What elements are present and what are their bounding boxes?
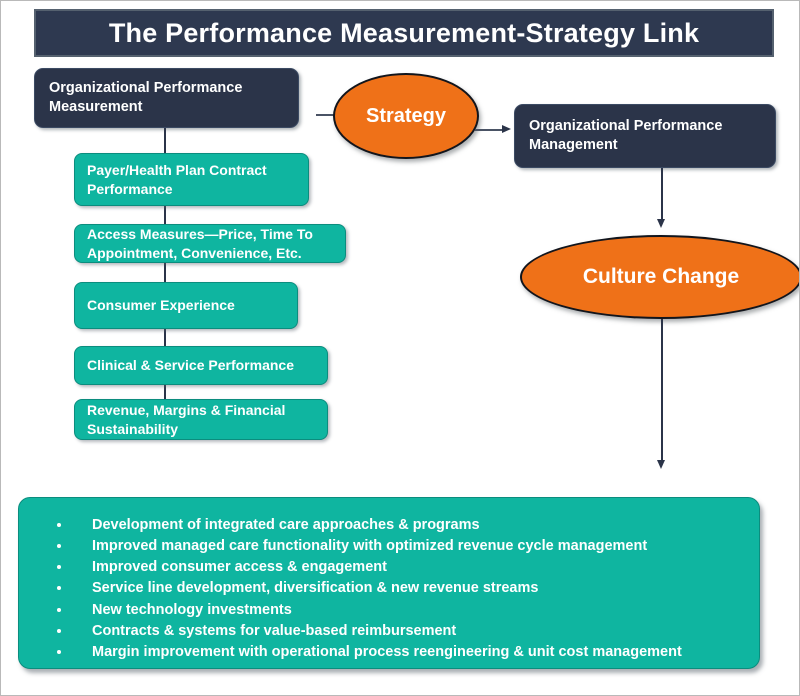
bullet-dot-icon	[57, 523, 61, 527]
bullet-dot-icon	[57, 628, 61, 633]
node-organizational-performance-measurement[interactable]: Organizational Performance Measurement	[34, 68, 299, 128]
connector-left-3	[164, 263, 166, 282]
list-item: Service line development, diversificatio…	[39, 579, 739, 598]
connector-strategy-to-management	[475, 129, 505, 131]
node-label: Organizational Performance Measurement	[49, 79, 243, 115]
list-item-label: New technology investments	[92, 601, 292, 618]
list-item-label: Margin improvement with operational proc…	[92, 643, 682, 660]
list-item-label: Contracts & systems for value-based reim…	[92, 622, 457, 639]
bullet-dot-icon	[57, 565, 61, 570]
connector-left-2	[164, 206, 166, 224]
node-label: Organizational Performance Management	[529, 117, 723, 153]
list-item: Contracts & systems for value-based reim…	[39, 622, 739, 641]
node-label: Revenue, Margins & Financial Sustainabil…	[87, 401, 286, 437]
bullet-dot-icon	[57, 544, 61, 549]
list-item: Margin improvement with operational proc…	[39, 643, 739, 662]
connector-measurement-to-strategy	[316, 114, 347, 116]
node-culture-change[interactable]: Culture Change	[520, 235, 799, 319]
node-label: Access Measures—Price, Time To Appointme…	[87, 225, 313, 261]
arrowhead-to-management-icon	[502, 124, 511, 133]
node-clinical-service-performance[interactable]: Clinical & Service Performance	[74, 346, 328, 385]
node-label: Payer/Health Plan Contract Performance	[87, 161, 267, 197]
list-item-label: Development of integrated care approache…	[92, 517, 480, 533]
connector-left-1	[164, 128, 166, 153]
node-consumer-experience[interactable]: Consumer Experience	[74, 282, 298, 329]
node-strategy[interactable]: Strategy	[333, 73, 479, 159]
connector-left-4	[164, 329, 166, 346]
arrowhead-to-culture-icon	[657, 219, 665, 228]
outcomes-panel: Development of integrated care approache…	[18, 497, 760, 669]
list-item: Improved consumer access & engagement	[39, 558, 739, 577]
arrowhead-to-outcomes-icon	[657, 460, 665, 469]
node-label: Strategy	[365, 104, 447, 127]
list-item: Development of integrated care approache…	[39, 516, 739, 535]
node-label: Consumer Experience	[87, 297, 235, 314]
page-title: The Performance Measurement-Strategy Lin…	[108, 17, 700, 48]
node-organizational-performance-management[interactable]: Organizational Performance Management	[514, 104, 776, 168]
list-item-label: Improved consumer access & engagement	[92, 559, 387, 576]
connector-management-to-culture	[661, 168, 663, 223]
list-item: Improved managed care functionality with…	[39, 537, 739, 556]
node-revenue-margins-financial-sustainability[interactable]: Revenue, Margins & Financial Sustainabil…	[74, 399, 328, 440]
list-item: New technology investments	[39, 601, 739, 620]
outcomes-list: Development of integrated care approache…	[39, 516, 739, 662]
node-payer-health-plan-contract-performance[interactable]: Payer/Health Plan Contract Performance	[74, 153, 309, 206]
node-label: Clinical & Service Performance	[87, 357, 294, 374]
node-label: Culture Change	[582, 265, 740, 288]
node-access-measures[interactable]: Access Measures—Price, Time To Appointme…	[74, 224, 346, 263]
bullet-dot-icon	[57, 586, 61, 591]
list-item-label: Improved managed care functionality with…	[92, 538, 648, 555]
connector-left-5	[164, 385, 166, 399]
list-item-label: Service line development, diversificatio…	[92, 580, 539, 597]
bullet-dot-icon	[57, 607, 61, 612]
connector-culture-to-outcomes	[661, 319, 663, 464]
bullet-dot-icon	[57, 649, 61, 654]
diagram-title-bar: The Performance Measurement-Strategy Lin…	[34, 9, 774, 57]
